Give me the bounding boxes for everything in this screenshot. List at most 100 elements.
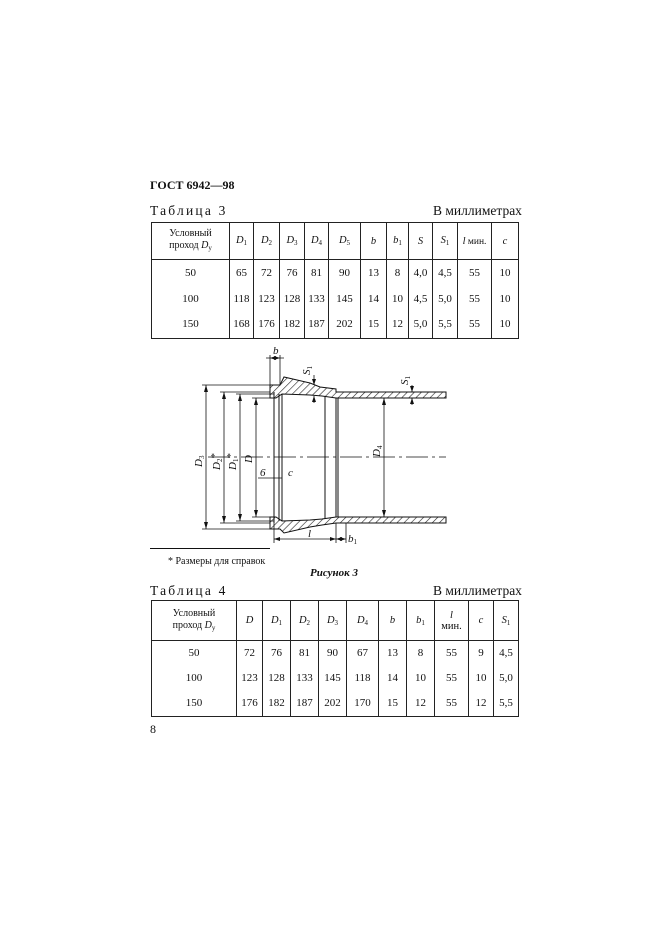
table-cell: 168 [229,310,254,339]
table-cell: 65 [229,259,254,287]
table4-header-col: D4 [346,600,379,641]
document-code: ГОСТ 6942—98 [150,178,235,192]
table-cell: 4,0 [408,259,433,287]
table-cell: 118 [346,665,379,690]
table-cell: 128 [262,665,291,690]
label-c: c [288,467,293,479]
table-cell: 72 [253,259,280,287]
figure3-drawing: b S1 S1 D3 D2* D1* D D4 6 c l b1 [193,345,447,546]
table-cell: 187 [304,310,329,339]
table4-header-col: b [378,600,407,641]
table-cell: 67 [346,640,379,666]
table-cell: 9 [468,640,494,666]
table-cell: 5,0 [408,310,433,339]
table-cell: 145 [318,665,347,690]
table-cell: 182 [279,310,305,339]
table-cell: 170 [346,689,379,717]
pipe-top-wall [269,376,447,399]
table4-caption: Таблица 4 [150,583,228,598]
label-b: b [273,345,279,357]
label-b1: b1 [348,533,358,546]
table-cell: 4,5 [432,259,458,287]
table-cell: 55 [457,286,492,311]
table-cell: 76 [279,259,305,287]
label-s1-right: S1 [399,376,412,386]
label-d: D [243,455,255,464]
table4-units: В миллиметрах [433,583,522,598]
table-cell: 12 [386,310,409,339]
table-cell: 123 [253,286,280,311]
pipe-inner-contours [273,392,339,523]
footnote-separator [150,548,270,549]
label-6: 6 [260,467,266,479]
table4-header-col: c [468,600,494,641]
table-cell: 8 [406,640,435,666]
table-cell: 55 [457,259,492,287]
table-cell: 15 [378,689,407,717]
table-cell: 14 [360,286,387,311]
table3-units: В миллиметрах [433,203,522,218]
table-cell: 5,0 [493,665,519,690]
table-cell: 55 [434,640,469,666]
table-cell: 118 [229,286,254,311]
table-cell: 72 [236,640,263,666]
table-cell: 182 [262,689,291,717]
table-cell: 12 [406,689,435,717]
table-cell: 5,5 [493,689,519,717]
table4-header-col: D1 [262,600,291,641]
table4-header-col: D [236,600,263,641]
figure3-caption: Рисунок 3 [310,567,358,579]
table-cell: 202 [328,310,361,339]
table-cell: 5,0 [432,286,458,311]
table-cell: 55 [434,689,469,717]
table-cell: 90 [318,640,347,666]
table-cell: 55 [457,310,492,339]
table-cell: 150 [151,689,237,717]
table-cell: 50 [151,259,230,287]
table3-header-nominal-passage: Условный проход Dу [151,222,230,260]
table-cell: 133 [290,665,319,690]
table-cell: 8 [386,259,409,287]
dimension-arrows [204,356,414,541]
table-cell: 123 [236,665,263,690]
table-cell: 176 [253,310,280,339]
table-cell: 4,5 [493,640,519,666]
table-cell: 81 [304,259,329,287]
table-cell: 55 [434,665,469,690]
table-cell: 100 [151,665,237,690]
table-cell: 10 [386,286,409,311]
table4-header-nominal-passage: Условный проход Dу [151,600,237,641]
table-cell: 10 [491,310,519,339]
table-cell: 14 [378,665,407,690]
table-cell: 10 [491,286,519,311]
table-cell: 90 [328,259,361,287]
table3-caption: Таблица 3 [150,203,228,218]
table3-header-col: S1 [432,222,458,260]
label-d4: D4 [371,445,384,458]
table3-header-col: b1 [386,222,409,260]
table3-header-col: b [360,222,387,260]
table4-header-col: D3 [318,600,347,641]
table4-header-col: D2 [290,600,319,641]
table-cell: 202 [318,689,347,717]
table4-header-col: b1 [406,600,435,641]
table-cell: 133 [304,286,329,311]
table-cell: 10 [468,665,494,690]
table-cell: 50 [151,640,237,666]
label-d3: D3 [193,455,206,468]
table-cell: 5,5 [432,310,458,339]
table3-header-col: D2 [253,222,280,260]
table-cell: 12 [468,689,494,717]
table3-header-col: c [491,222,519,260]
label-s1-left: S1 [301,366,314,376]
label-d2: D2* [209,453,224,471]
page-number: 8 [150,722,156,736]
